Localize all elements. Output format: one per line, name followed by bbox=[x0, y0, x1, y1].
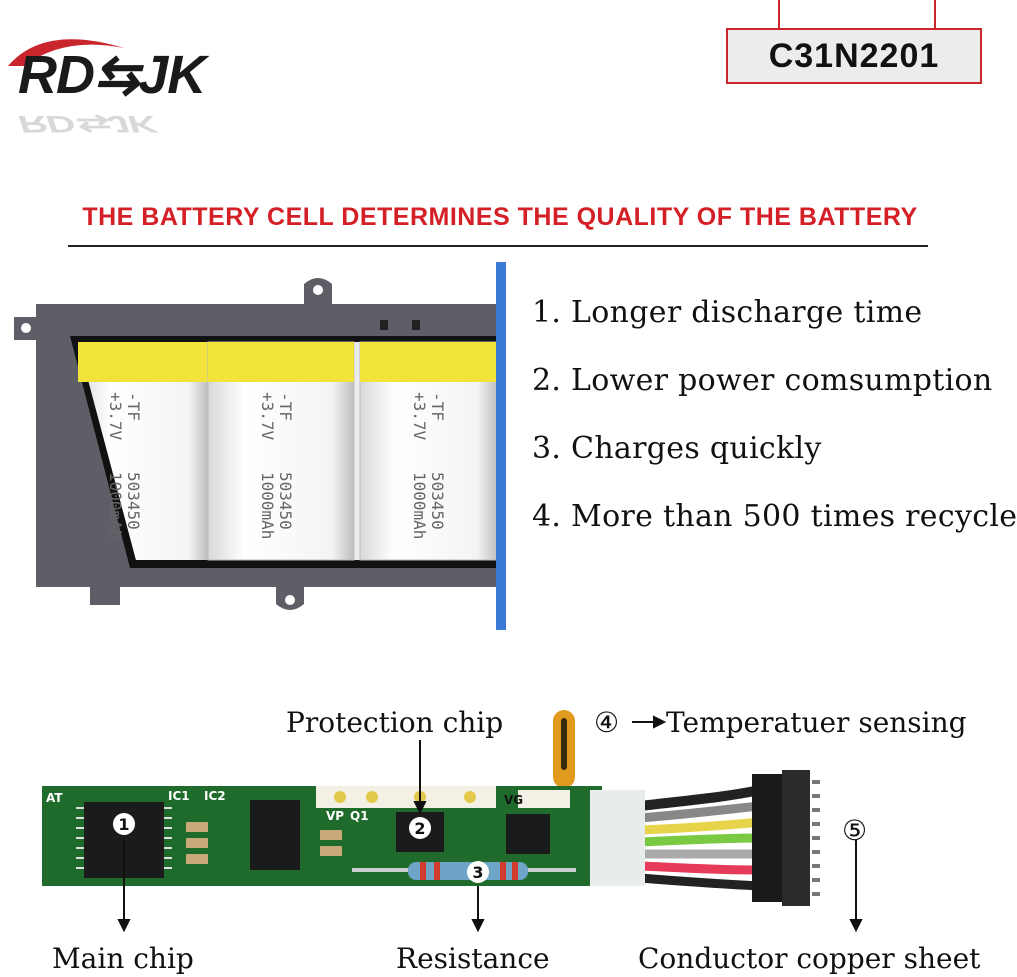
svg-text:-TF: -TF bbox=[428, 392, 447, 421]
model-code-badge: C31N2201 bbox=[726, 28, 982, 84]
svg-text:Protection chip: Protection chip bbox=[286, 706, 503, 739]
svg-text:VP: VP bbox=[326, 809, 344, 823]
svg-text:IC1: IC1 bbox=[168, 789, 190, 803]
svg-text:VG: VG bbox=[504, 793, 523, 807]
svg-text:Q1: Q1 bbox=[350, 809, 369, 823]
svg-text:503450: 503450 bbox=[124, 472, 143, 530]
svg-text:+3.7V: +3.7V bbox=[410, 392, 429, 441]
feature-item: 2. Lower power comsumption bbox=[532, 363, 993, 398]
svg-text:-TF: -TF bbox=[124, 392, 143, 421]
battery-cell-1 bbox=[78, 342, 208, 560]
svg-text:IC2: IC2 bbox=[204, 789, 226, 803]
battery-cell-3 bbox=[359, 341, 499, 561]
svg-text:Conductor copper sheet: Conductor copper sheet bbox=[638, 942, 981, 975]
brand-logo-reflection: RD⇆JK bbox=[18, 110, 156, 138]
svg-text:AT: AT bbox=[46, 791, 63, 805]
svg-text:1000mAh: 1000mAh bbox=[106, 472, 125, 539]
protection-board-diagram: IC1 IC2 AT VP Q1 VG 1 2 3 Protection chi… bbox=[42, 706, 981, 975]
svg-text:⑤: ⑤ bbox=[842, 814, 867, 847]
battery-cell-2 bbox=[207, 341, 355, 561]
svg-text:-TF: -TF bbox=[276, 392, 295, 421]
svg-text:503450: 503450 bbox=[428, 472, 447, 530]
headline-divider bbox=[68, 245, 928, 247]
brand-swoosh-icon bbox=[8, 39, 124, 66]
headline: THE BATTERY CELL DETERMINES THE QUALITY … bbox=[82, 203, 918, 231]
brand-logo: RD⇆JK bbox=[18, 45, 206, 105]
svg-text:+3.7V: +3.7V bbox=[106, 392, 125, 441]
feature-item: 3. Charges quickly bbox=[532, 431, 822, 466]
svg-text:+3.7V: +3.7V bbox=[258, 392, 277, 441]
svg-text:3: 3 bbox=[472, 863, 483, 882]
svg-text:④: ④ bbox=[594, 706, 619, 739]
cable-bundle bbox=[639, 785, 761, 891]
svg-text:1000mAh: 1000mAh bbox=[258, 472, 277, 539]
thermistor bbox=[553, 710, 575, 788]
svg-text:503450: 503450 bbox=[276, 472, 295, 530]
connector bbox=[752, 770, 820, 906]
feature-item: 4. More than 500 times recycle bbox=[532, 499, 1017, 534]
svg-text:Main chip: Main chip bbox=[52, 942, 194, 975]
svg-text:Resistance: Resistance bbox=[396, 942, 550, 975]
feature-item: 1. Longer discharge time bbox=[532, 295, 923, 330]
svg-text:2: 2 bbox=[414, 819, 425, 838]
svg-text:1000mAh: 1000mAh bbox=[410, 472, 429, 539]
svg-text:Temperatuer sensing: Temperatuer sensing bbox=[666, 706, 967, 739]
battery-pack-illustration: -TF +3.7V 503450 1000mAh -TF +3.7V 50345… bbox=[14, 262, 506, 630]
svg-text:1: 1 bbox=[118, 815, 129, 834]
model-connector-lines bbox=[778, 0, 936, 30]
feature-list: 1. Longer discharge time 2. Lower power … bbox=[532, 298, 1017, 570]
